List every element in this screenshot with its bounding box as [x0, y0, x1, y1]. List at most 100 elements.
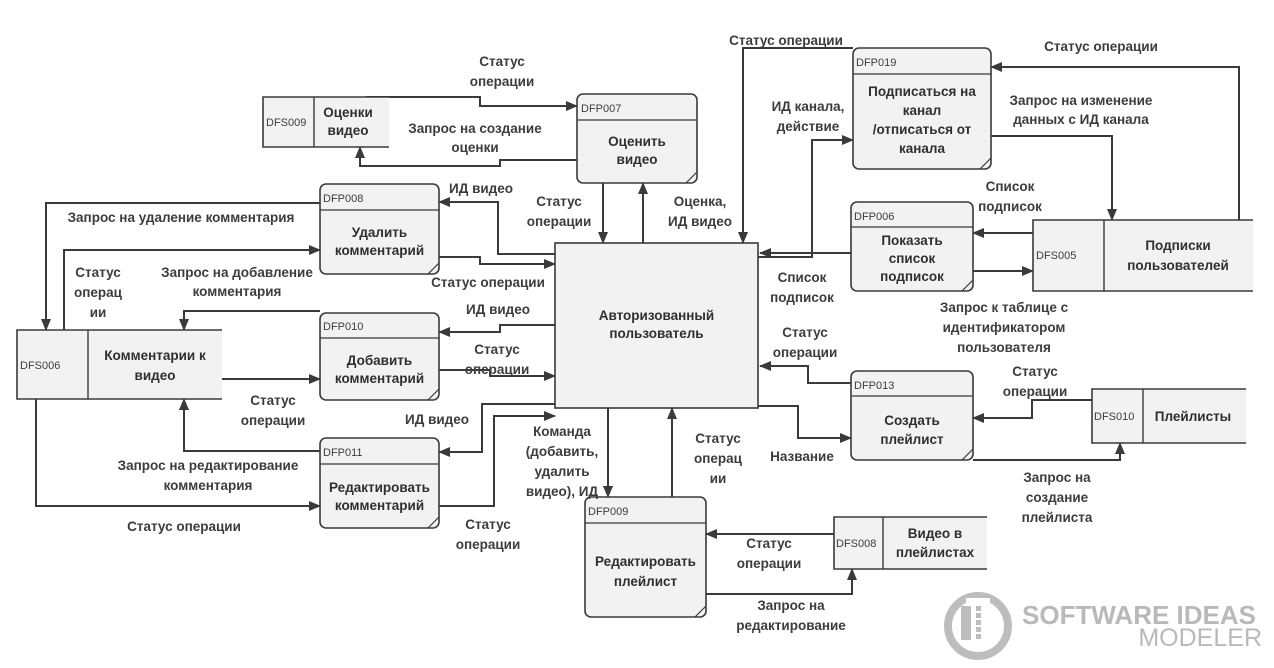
- flow-label-line: комментария: [164, 478, 253, 493]
- flow-label-f18: Статус операц ии: [694, 431, 743, 486]
- flow-label-line: ИД видео: [449, 181, 513, 196]
- process-dfp009[interactable]: DFP009 Редактировать плейлист: [584, 496, 707, 618]
- flow-label-f1: Статус операции: [470, 54, 535, 89]
- flow-label-line: Оценка,: [674, 194, 726, 209]
- corner-mark: [979, 157, 992, 170]
- process-title-line-2: плейлист: [880, 432, 944, 447]
- process-dfp011[interactable]: DFP011 Редактировать комментарий: [319, 437, 440, 529]
- process-box: [319, 312, 440, 401]
- process-dfp010[interactable]: DFP010 Добавить комментарий: [319, 312, 440, 401]
- process-dfp013[interactable]: DFP013 Создать плейлист: [850, 370, 974, 461]
- corner-mark: [685, 171, 698, 184]
- flow-label-line: Статус: [479, 54, 525, 69]
- flow-label-line: операции: [456, 537, 521, 552]
- store-dfs008[interactable]: DFS008 Видео в плейлистах: [833, 516, 987, 570]
- flow-label-line: Статус: [746, 536, 792, 551]
- store-id: DFS009: [266, 117, 306, 129]
- process-box: [850, 201, 974, 292]
- edge-p008-to-s006: [41, 202, 320, 331]
- store-dfs010[interactable]: DFS010 Плейлисты: [1091, 388, 1246, 444]
- edge-entity-to-p011: [438, 403, 555, 457]
- process-box: [319, 183, 440, 275]
- edge-p011-to-s006: [179, 398, 320, 452]
- flow-label-f29: Статус операции: [1003, 364, 1068, 399]
- flow-label-line: действие: [777, 119, 840, 134]
- corner-mark: [427, 388, 440, 401]
- edge-entity-to-p019: [758, 135, 854, 258]
- process-title-line-1: Редактировать: [329, 480, 430, 495]
- flow-label-line: Запрос на редактирование: [118, 458, 299, 473]
- flow-label-line: Статус: [474, 342, 520, 357]
- flow-labels: Статус операции Запрос на создание оценк…: [68, 33, 1158, 633]
- entity-title-line-2: пользователь: [609, 326, 703, 341]
- flow-label-line: ИД видео: [466, 302, 530, 317]
- flow-label-line: подписок: [770, 290, 834, 305]
- flow-label-f14: Запрос на редактирование комментария: [118, 458, 299, 493]
- edge-s010-to-p013: [972, 399, 1092, 423]
- store-fill: [834, 517, 987, 569]
- flow-label-line: подписок: [978, 199, 1042, 214]
- flow-label-line: Список: [986, 179, 1035, 194]
- process-title-line-2: канал: [903, 103, 942, 118]
- process-dfp007[interactable]: DFP007 Оценить видео: [576, 93, 698, 184]
- flow-label-line: данных с ИД канала: [1013, 112, 1149, 127]
- process-title-line-1: Удалить: [352, 225, 407, 240]
- store-outline: [16, 329, 222, 400]
- flow-label-line: создание: [1026, 490, 1089, 505]
- flow-label-line: Статус: [782, 325, 828, 340]
- flow-label-line: операц: [694, 451, 743, 466]
- entity-box: [554, 242, 759, 409]
- process-id: DFP007: [581, 103, 621, 115]
- process-id: DFP011: [323, 447, 363, 459]
- flow-label-f5: ИД видео: [449, 181, 513, 196]
- flow-label-line: Статус: [75, 265, 121, 280]
- edge-entity-to-p013: [758, 405, 852, 443]
- flow-label-f17: Команда (добавить, удалить видео), ИД: [526, 424, 599, 499]
- flow-label-f15: Статус операции: [127, 519, 241, 534]
- flow-label-line: Запрос к таблице с: [940, 300, 1069, 315]
- store-id: DFS005: [1036, 250, 1076, 262]
- flow-label-f9: Статус операции: [431, 275, 545, 290]
- store-dfs009[interactable]: DFS009 Оценки видео: [262, 96, 389, 148]
- flow-label-line: Статус: [1012, 364, 1058, 379]
- process-id: DFP009: [588, 506, 628, 518]
- process-dfp019[interactable]: DFP019 Подписаться на канал /отписаться …: [852, 47, 992, 170]
- flow-label-line: комментария: [193, 284, 282, 299]
- flow-label-line: ИД видео: [405, 412, 469, 427]
- flow-label-f22: ИД канала, действие: [772, 99, 845, 134]
- flow-label-f26: Список подписок: [770, 270, 834, 305]
- process-dfp008[interactable]: DFP008 Удалить комментарий: [319, 183, 440, 275]
- flow-label-f21: Статус операции: [729, 33, 843, 48]
- store-fill: [263, 97, 389, 147]
- flow-label-f11: Статус операции: [465, 342, 530, 377]
- store-fill: [17, 330, 222, 399]
- edge-entity-to-p008: [438, 197, 555, 255]
- flow-label-line: Запрос на создание: [408, 121, 542, 136]
- flow-label-line: Название: [770, 449, 834, 464]
- process-dfp006[interactable]: DFP006 Показать список подписок: [850, 201, 974, 292]
- store-outline: [1091, 388, 1246, 444]
- flow-label-line: Статус: [465, 517, 511, 532]
- process-box: [319, 437, 440, 529]
- watermark-logo-icon: [944, 592, 1012, 660]
- flow-label-f30: Название: [770, 449, 834, 464]
- store-dfs006[interactable]: DFS006 Комментарии к видео: [16, 329, 222, 400]
- store-title-line-2: пользователей: [1127, 258, 1229, 273]
- edge-s006-to-p011: [35, 399, 321, 511]
- flow-label-line: ии: [90, 305, 107, 320]
- watermark-line-1: SOFTWARE IDEAS: [1022, 600, 1256, 630]
- store-outline: [262, 96, 389, 148]
- process-id: DFP019: [856, 57, 896, 69]
- flow-label-line: операции: [241, 413, 306, 428]
- flow-label-line: операции: [470, 74, 535, 89]
- process-id: DFP010: [323, 321, 363, 333]
- process-title-line-2: плейлист: [614, 574, 678, 589]
- store-title-line-1: Плейлисты: [1155, 409, 1231, 424]
- process-title-line-1: Подписаться на: [868, 84, 976, 99]
- flow-label-f6: Запрос на удаление комментария: [68, 210, 295, 225]
- process-box: [576, 93, 698, 184]
- store-dfs005[interactable]: DFS005 Подписки пользователей: [1032, 219, 1253, 292]
- entity-authorized-user[interactable]: Авторизованный пользователь: [554, 242, 759, 409]
- flow-label-f25: Список подписок: [978, 179, 1042, 214]
